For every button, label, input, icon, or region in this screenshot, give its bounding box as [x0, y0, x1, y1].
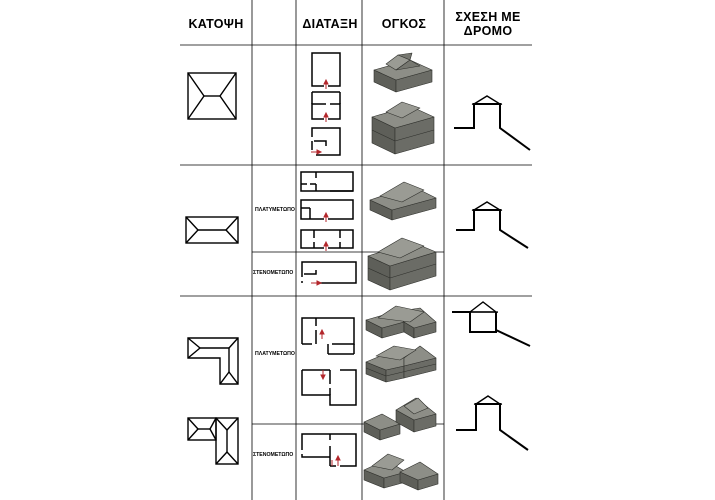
- plan-l-shape-icon: [187, 337, 239, 385]
- header-street-line2: ΔΡΟΜΟ: [463, 24, 513, 38]
- label-narrow-front-1: ΣΤΕΝΟΜΕΤΩΠΟ: [253, 270, 294, 276]
- volume-models: [363, 52, 439, 491]
- label-narrow-front-2: ΣΤΕΝΟΜΕΤΩΠΟ: [253, 452, 294, 458]
- label-wide-front-2: ΠΛΑΤΥΜΕΤΩΠΟ: [255, 351, 295, 357]
- header-volume: ΟΓΚΟΣ: [381, 17, 427, 31]
- table-grid: [180, 0, 532, 500]
- header-plan: ΚΑΤΟΨΗ: [188, 17, 244, 31]
- plan-rectangle-icon: [185, 216, 239, 244]
- label-wide-front-1: ΠΛΑΤΥΜΕΤΩΠΟ: [255, 207, 295, 213]
- plan-t-shape-icon: [187, 417, 239, 465]
- header-layout: ΔΙΑΤΑΞΗ: [302, 17, 358, 31]
- entrance-arrows: [311, 78, 341, 466]
- plan-square-icon: [187, 72, 237, 120]
- header-street-relation: ΣΧΕΣΗ ΜΕ ΔΡΟΜΟ: [448, 10, 528, 38]
- layout-plans: [300, 52, 357, 467]
- header-street-line1: ΣΧΕΣΗ ΜΕ: [455, 10, 521, 24]
- street-relation-sections: [452, 95, 531, 451]
